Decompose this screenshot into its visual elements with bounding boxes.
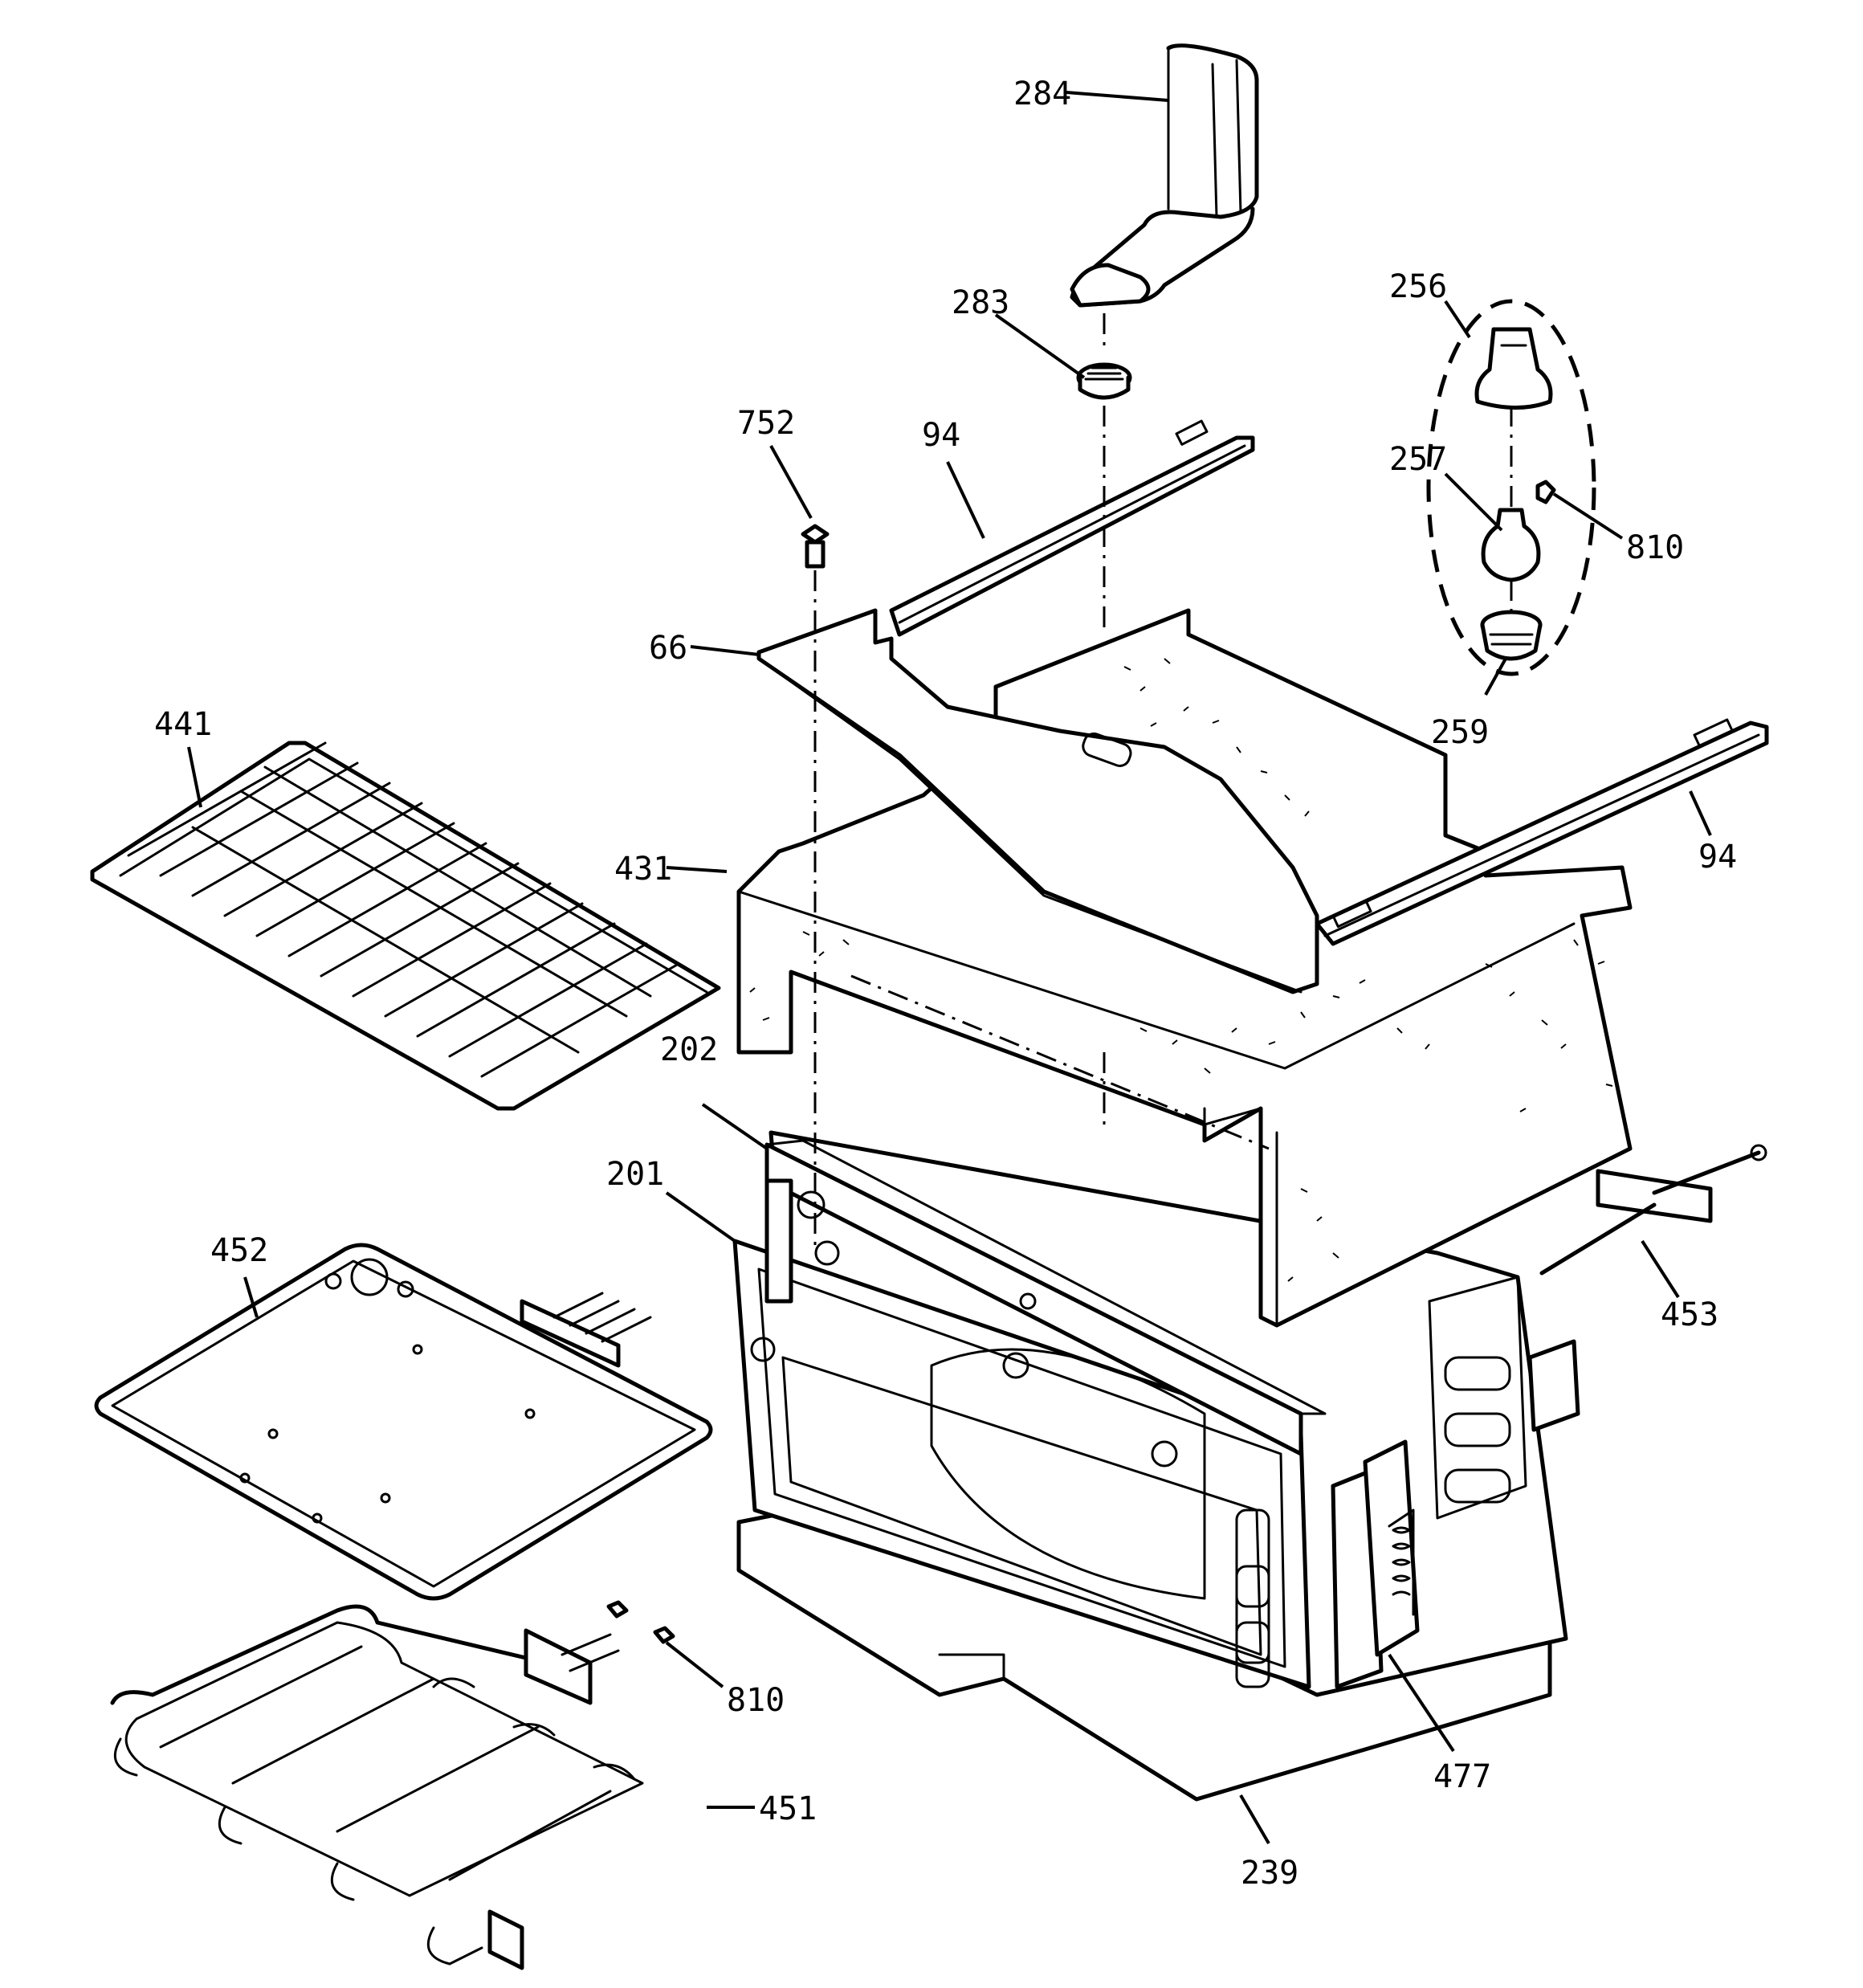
callout-752: 752 — [737, 405, 795, 442]
callout-810-lower: 810 — [727, 1682, 785, 1719]
part-451-bake-element — [110, 1604, 644, 1970]
callout-477: 477 — [1433, 1758, 1491, 1795]
part-202-front-frame — [750, 1139, 1327, 1456]
callout-257: 257 — [1389, 441, 1447, 478]
part-453-oven-sensor — [1539, 1144, 1767, 1276]
part-256-light-assembly — [1426, 299, 1596, 676]
part-477-door-hinge — [1331, 1439, 1420, 1689]
part-259-lamp-cover — [1480, 610, 1543, 661]
part-283-vent-grille — [1076, 362, 1132, 400]
callout-94-rear: 94 — [922, 417, 960, 454]
callout-441: 441 — [154, 706, 212, 743]
callout-259: 259 — [1431, 714, 1489, 751]
callout-431: 431 — [614, 851, 672, 888]
part-66-front-trim — [756, 608, 1319, 994]
callout-283: 283 — [952, 284, 1009, 321]
insulation-texture — [749, 658, 1613, 1282]
part-810-screws-lower — [606, 1600, 675, 1644]
callout-284: 284 — [1013, 76, 1071, 112]
part-256-lamp-receptacle — [1474, 327, 1553, 410]
part-284-vent-duct — [1070, 43, 1259, 308]
part-441-oven-rack — [90, 741, 721, 1111]
callout-202: 202 — [660, 1031, 718, 1068]
callout-labels: 284 283 256 257 810 259 752 94 94 66 441… — [154, 76, 1737, 1892]
part-452-bake-shield — [94, 1243, 713, 1601]
part-94-rear-rail — [889, 419, 1255, 637]
alignment-centerlines — [813, 313, 1513, 1253]
callout-810-upper: 810 — [1626, 529, 1684, 566]
callout-239: 239 — [1241, 1855, 1298, 1892]
part-94-front-rail — [1315, 718, 1769, 946]
callout-453: 453 — [1661, 1296, 1718, 1333]
callout-94-front: 94 — [1698, 839, 1737, 876]
callout-66: 66 — [649, 630, 687, 667]
callout-201: 201 — [606, 1156, 664, 1193]
callout-452: 452 — [210, 1232, 268, 1269]
callout-leaders — [187, 91, 1712, 1845]
callout-451: 451 — [759, 1790, 817, 1827]
part-810-screw-upper — [1535, 480, 1556, 504]
part-752-screw — [801, 524, 830, 569]
callout-256: 256 — [1389, 268, 1447, 305]
